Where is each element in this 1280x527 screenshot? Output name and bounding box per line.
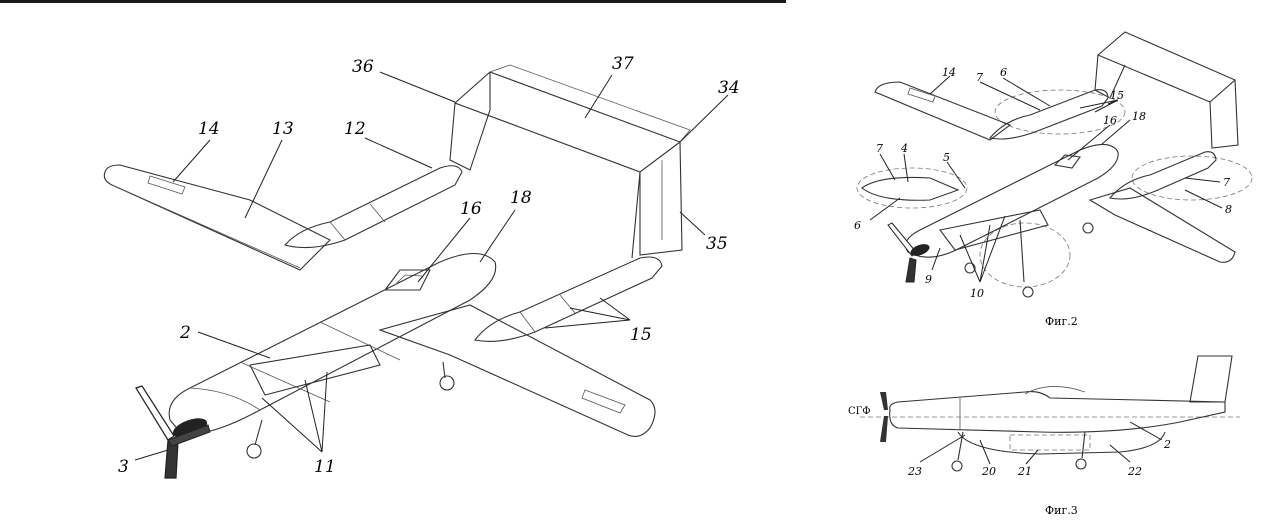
top-border-line <box>0 0 786 3</box>
label-34: 34 <box>718 78 740 98</box>
label-37: 37 <box>612 54 634 74</box>
right-wing <box>378 304 656 437</box>
fig2-label-9: 9 <box>925 273 932 286</box>
left-nacelle <box>284 165 463 249</box>
fig2-label-7c: 7 <box>1223 176 1230 189</box>
fig2-label-6a: 6 <box>1000 66 1007 79</box>
label-2: 2 <box>179 323 191 343</box>
fig3-label-21: 21 <box>1017 465 1032 478</box>
figure-3-drawing: СГФ 23 20 21 22 2 Фиг.3 <box>848 355 1240 517</box>
fig2-label-18: 18 <box>1132 110 1146 123</box>
fig2-label-16: 16 <box>1103 114 1117 127</box>
figure-1-leaders <box>134 71 729 461</box>
label-11: 11 <box>314 457 336 477</box>
label-35: 35 <box>706 234 728 254</box>
label-18: 18 <box>510 188 532 208</box>
left-wing <box>103 164 331 271</box>
label-36: 36 <box>352 57 374 77</box>
fig2-label-10: 10 <box>970 287 984 300</box>
fig2-label-8: 8 <box>1225 203 1232 216</box>
propeller <box>135 385 211 479</box>
fig2-label-4: 4 <box>900 142 908 155</box>
axis-label-sgf: СГФ <box>848 406 871 417</box>
landing-gear <box>246 361 455 459</box>
label-16: 16 <box>460 199 482 219</box>
fig2-label-6b: 6 <box>854 219 861 232</box>
fuselage <box>168 252 497 435</box>
fig3-label-23: 23 <box>907 465 922 478</box>
fig3-label-2: 2 <box>1163 438 1171 451</box>
fig2-label-7a: 7 <box>976 71 983 84</box>
tail-assembly <box>449 64 691 259</box>
fig2-label-5: 5 <box>943 151 950 164</box>
fig3-label-20: 20 <box>981 465 996 478</box>
label-12: 12 <box>344 119 366 139</box>
label-3: 3 <box>118 457 129 477</box>
figure-2-caption: Фиг.2 <box>1045 315 1078 328</box>
fig2-label-7b: 7 <box>876 142 883 155</box>
label-13: 13 <box>272 119 294 139</box>
fig2-label-14: 14 <box>942 66 956 79</box>
figure-2-drawing: 14 7 6 15 18 16 7 4 5 6 7 8 9 10 Фиг.2 <box>854 31 1253 328</box>
figure-3-caption: Фиг.3 <box>1045 504 1078 517</box>
label-14: 14 <box>198 119 220 139</box>
figure-2-leaders <box>869 75 1223 283</box>
fig3-label-22: 22 <box>1127 465 1142 478</box>
fig2-label-15: 15 <box>1110 89 1124 102</box>
figure-1-drawing: 36 37 34 14 13 12 16 18 35 2 15 3 11 <box>103 54 740 479</box>
figure-3-leaders <box>919 421 1163 465</box>
right-nacelle <box>474 256 663 342</box>
label-15: 15 <box>630 325 652 345</box>
